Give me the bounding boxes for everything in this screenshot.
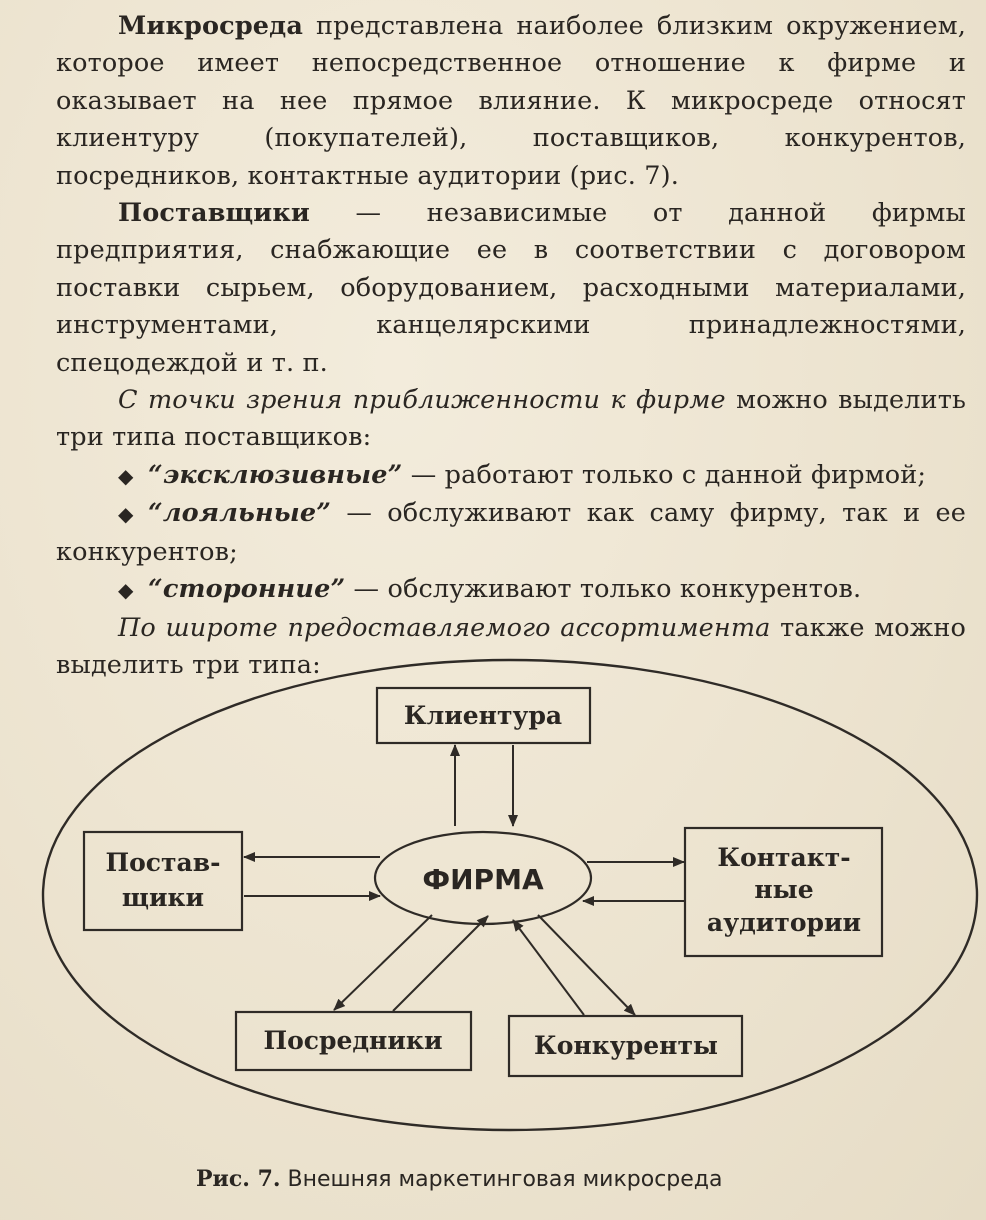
list-item-text: — работают только с данной фирмой; <box>402 459 927 490</box>
paragraph-text: представлена наиболее близким окружением… <box>56 11 966 191</box>
paragraph-text: — независимые от данной фирмы предприяти… <box>56 198 966 378</box>
label-suppliers-line1: Постав- <box>106 848 221 877</box>
label-contacts-line3: аудитории <box>707 908 861 937</box>
paragraph-microenvironment: Микросреда представлена наиболее близким… <box>56 8 966 195</box>
box-competitors <box>507 1014 744 1078</box>
label-suppliers-line2: щики <box>122 883 204 912</box>
arrow-firm-to-competitors <box>537 914 636 1016</box>
diamond-bullet-icon: ◆ <box>118 502 134 527</box>
list-item-loyal: ◆ “лояльные” — обслуживают как саму фирму… <box>56 495 966 571</box>
caption-label: Рис. 7. <box>196 1166 281 1192</box>
list-item-exclusive: ◆ “эксклюзивные” — работают только с данн… <box>56 457 966 495</box>
body-text: Микросреда представлена наиболее близким… <box>56 8 966 684</box>
paragraph-suppliers: Поставщики — независимые от данной фирмы… <box>56 195 966 382</box>
paragraph-text: также можно выделить три типа: <box>56 612 966 680</box>
label-competitors: Конкуренты <box>534 1031 718 1060</box>
list-item-text: — обслуживают только конкурентов. <box>345 574 862 605</box>
label-clients: Клиентура <box>404 701 562 730</box>
emphasis-assortment: По широте предоставляемого ассортимента <box>118 612 771 643</box>
arrow-firm-to-intermediaries <box>333 914 433 1011</box>
diamond-bullet-icon: ◆ <box>118 578 134 603</box>
label-contacts-line1: Контакт- <box>717 843 850 872</box>
figure-caption: Рис. 7. Внешняя маркетинговая микросреда <box>196 1166 836 1192</box>
emphasis-proximity: С точки зрения приближенности к фирме <box>118 385 726 416</box>
box-clients <box>375 686 592 745</box>
label-firm: ФИРМА <box>422 863 544 896</box>
caption-text: Внешняя маркетинговая микросреда <box>280 1167 723 1192</box>
term-loyal: “лояльные” <box>148 498 332 529</box>
list-item-text: — обслуживают как саму фирму, так и ее к… <box>56 498 966 567</box>
box-intermediaries <box>234 1010 473 1072</box>
arrow-competitors-to-firm <box>512 919 585 1016</box>
label-contacts-line2: ные <box>754 875 813 904</box>
outer-ellipse <box>41 658 979 1132</box>
box-suppliers <box>82 830 244 932</box>
term-microenvironment: Микросреда <box>118 11 303 41</box>
term-third-party: “сторонние” <box>148 574 346 605</box>
arrows <box>243 744 685 1016</box>
diamond-bullet-icon: ◆ <box>118 463 134 488</box>
arrow-intermediaries-to-firm <box>392 915 489 1012</box>
paragraph-assortment: По широте предоставляемого ассортимента … <box>56 610 966 685</box>
paragraph-supplier-types: С точки зрения приближенности к фирме мо… <box>56 382 966 457</box>
term-suppliers: Поставщики <box>118 198 310 229</box>
paragraph-text: можно выделить три типа поставщиков: <box>56 385 966 453</box>
box-contact-audiences <box>683 826 884 958</box>
term-exclusive: “эксклюзивные” <box>148 459 403 490</box>
list-item-third-party: ◆ “сторонние” — обслуживают только конкур… <box>56 571 966 609</box>
label-intermediaries: Посредники <box>264 1026 443 1055</box>
